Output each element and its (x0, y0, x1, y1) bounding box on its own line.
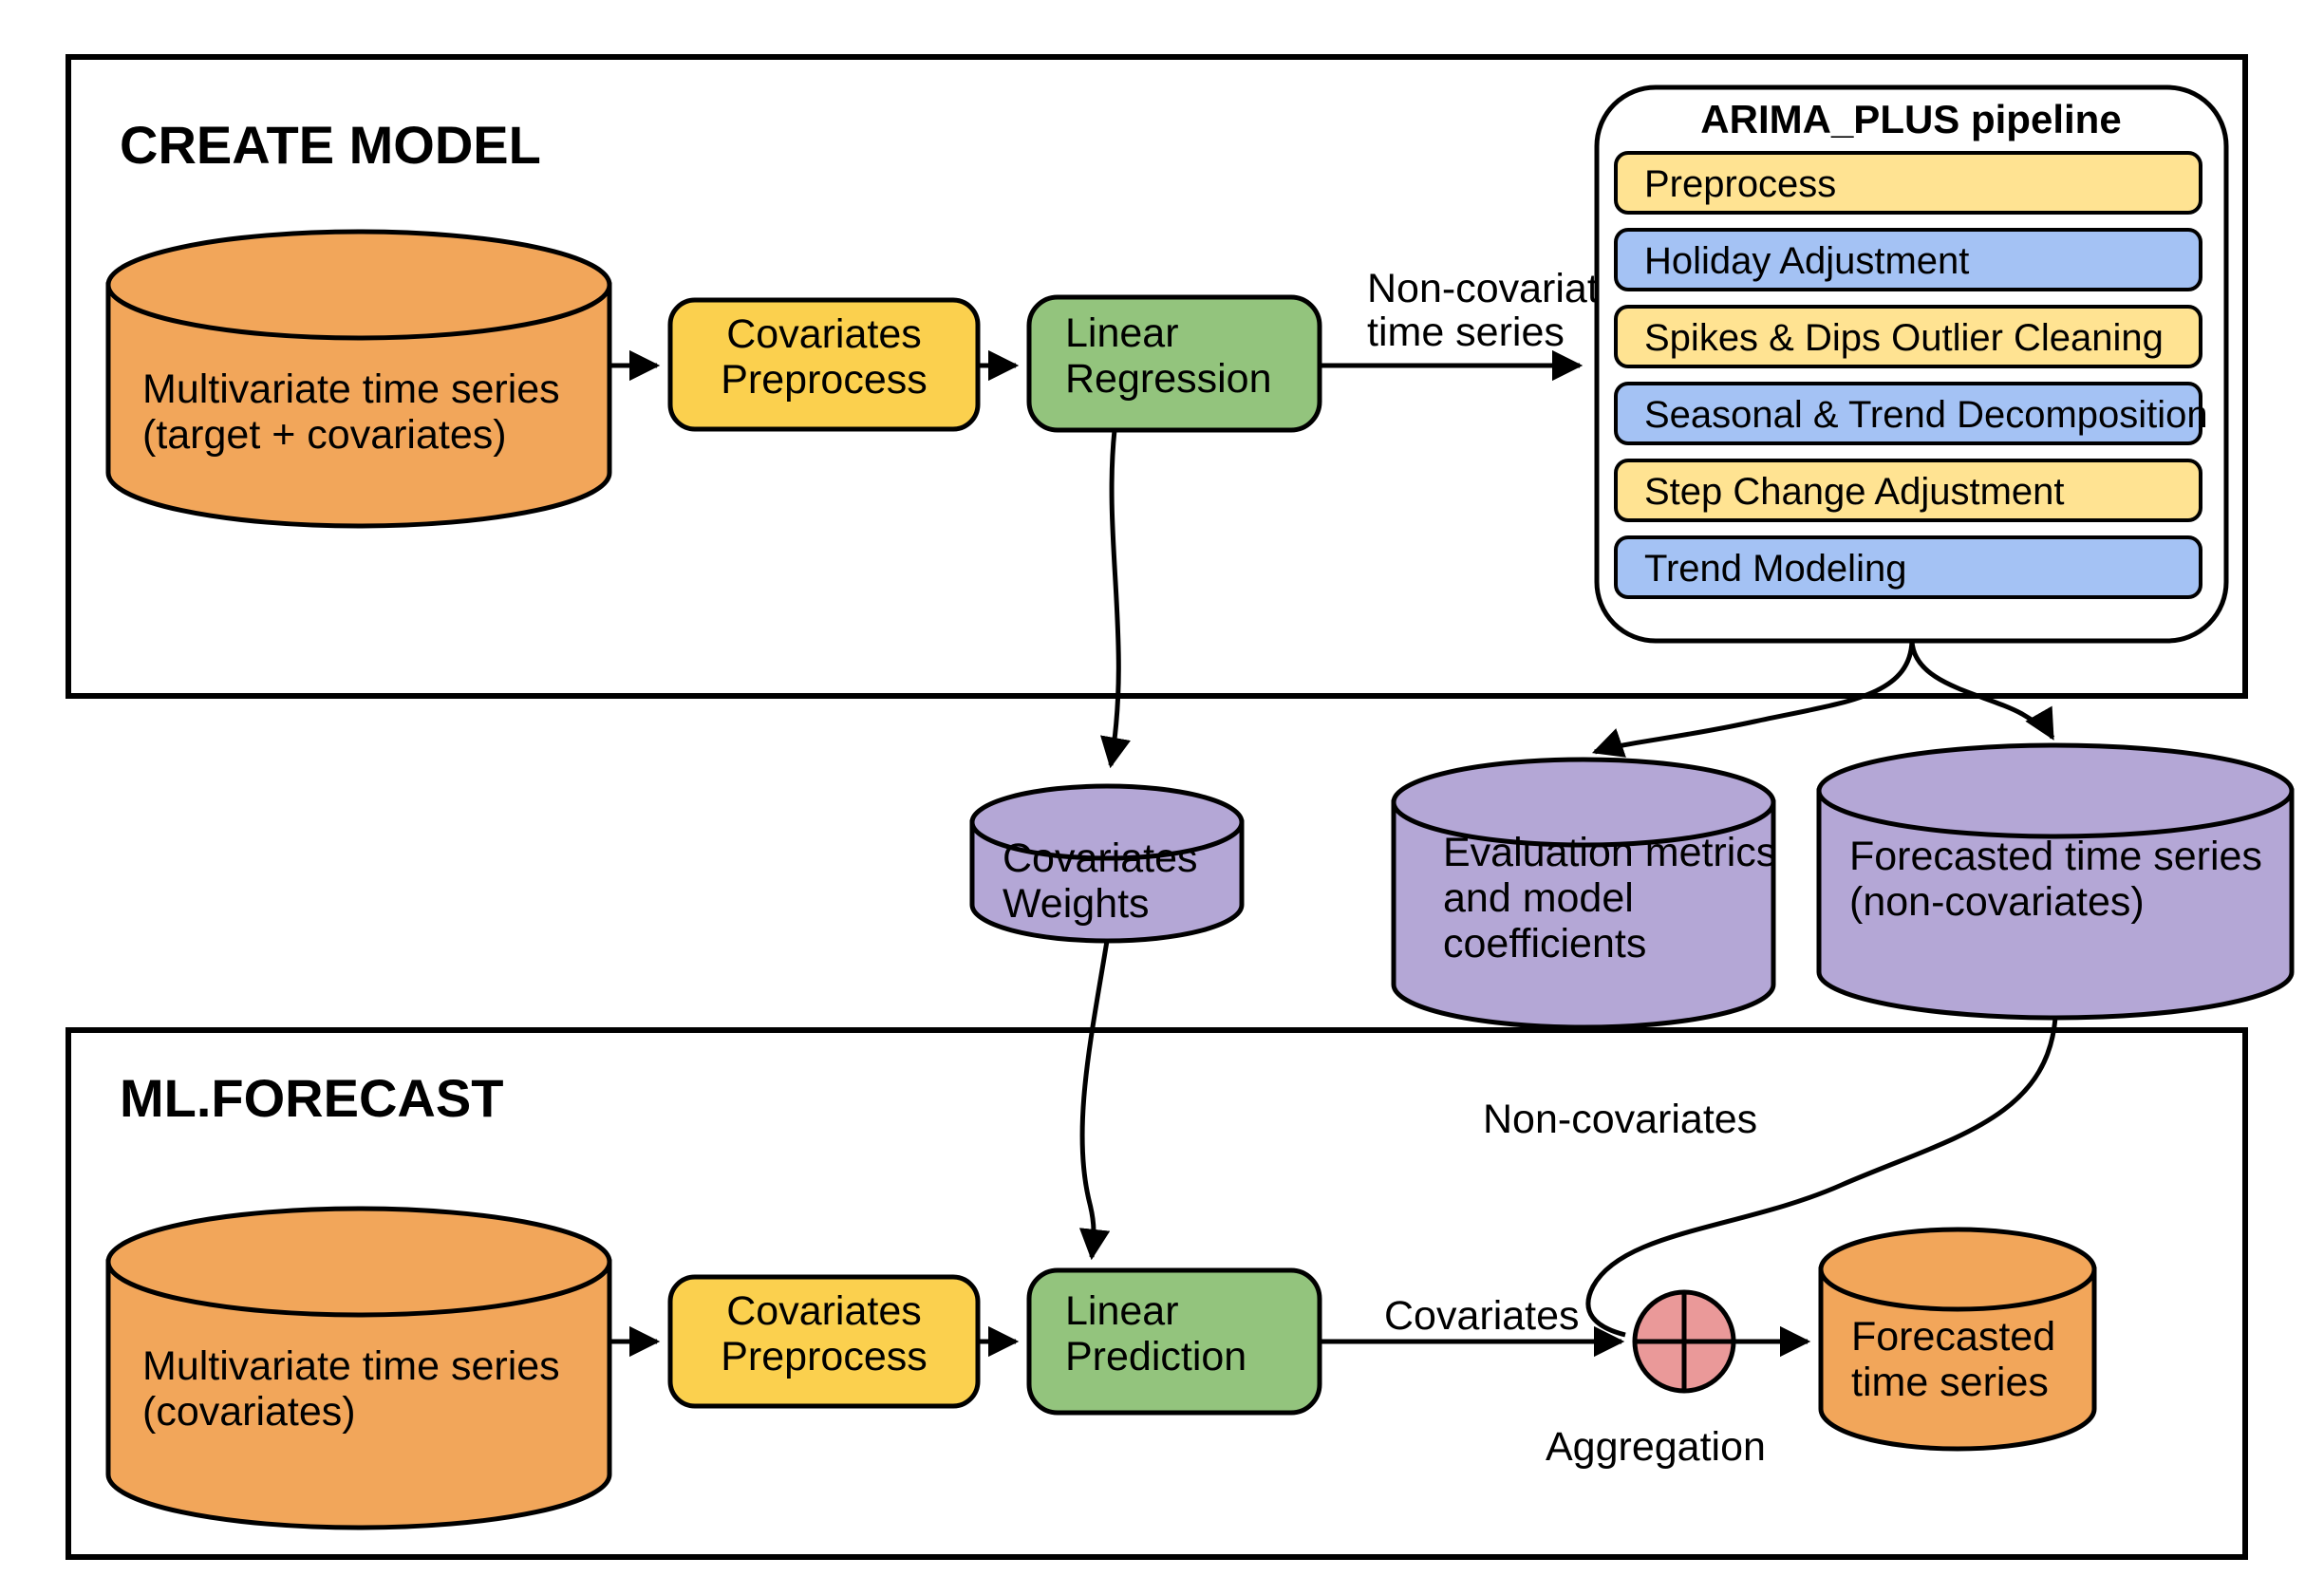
cylinder-top (105, 229, 612, 341)
arima-plus-pipeline: ARIMA_PLUS pipeline Preprocess Holiday A… (1594, 84, 2229, 644)
cylinder-body (1391, 799, 1776, 1030)
cylinder-label-line2: and model (1443, 875, 1634, 921)
step-box (1614, 305, 2202, 368)
box-label-line1: Covariates (726, 1288, 922, 1334)
cylinder-label-line3: coefficients (1443, 921, 1646, 966)
step-label: Trend Modeling (1644, 548, 1906, 590)
forecasted-time-series-cylinder: Forecasted time series (1818, 1227, 2097, 1452)
box (667, 1274, 981, 1409)
cylinder-label-line1: Forecasted time series (1849, 834, 2262, 879)
box-label-line2: Preprocess (721, 357, 927, 403)
step-box (1614, 459, 2202, 522)
cylinder-label-line1: Covariates (1003, 835, 1198, 881)
cylinder-top (105, 1206, 612, 1318)
linear-regression-box: Linear Regression (1026, 294, 1322, 433)
box-label-line2: Preprocess (721, 1334, 927, 1379)
pipeline-step-trend-modeling: Trend Modeling (1614, 535, 2202, 599)
pipeline-step-preprocess: Preprocess (1614, 151, 2202, 215)
step-label: Preprocess (1644, 163, 1836, 205)
covariates-preprocess-box-forecast: Covariates Preprocess (667, 1274, 981, 1409)
step-box (1614, 535, 2202, 599)
cylinder-top (1391, 757, 1776, 848)
box-label-line1: Linear (1065, 310, 1179, 356)
multivariate-covariates-cylinder: Multivariate time series (covariates) (105, 1206, 612, 1530)
box (667, 297, 981, 432)
evaluation-metrics-cylinder: Evaluation metrics and model coefficient… (1391, 757, 1776, 1030)
covariates-preprocess-box-create: Covariates Preprocess (667, 297, 981, 432)
cylinder-label-line2: (non-covariates) (1849, 879, 2145, 925)
cylinder-body (105, 1259, 612, 1530)
box-label-line2: Regression (1065, 356, 1272, 402)
curve-pipeline-to-evaluation (1591, 640, 1915, 758)
aggregation-label: Aggregation (1546, 1424, 1766, 1470)
aggregation-node (1632, 1289, 1736, 1394)
cylinder-label-line2: Weights (1003, 881, 1150, 927)
cylinder-body (1818, 1267, 2097, 1452)
pipeline-step-seasonal-trend: Seasonal & Trend Decomposition (1614, 382, 2208, 445)
pipeline-step-spikes-dips: Spikes & Dips Outlier Cleaning (1614, 305, 2202, 368)
curve-non-covariates-to-aggregation (1585, 1017, 2058, 1338)
step-label: Seasonal & Trend Decomposition (1644, 394, 2208, 436)
cylinder-label-line2: time series (1851, 1360, 2049, 1405)
pipeline-title: ARIMA_PLUS pipeline (1700, 97, 2121, 141)
step-label: Holiday Adjustment (1644, 240, 1969, 282)
step-box (1614, 228, 2202, 291)
curve-pipeline-to-forecast-non-covariates (1909, 640, 2055, 741)
forecasted-non-covariates-cylinder: Forecasted time series (non-covariates) (1816, 742, 2295, 1021)
non-covariates-label: Non-covariates (1483, 1097, 1757, 1142)
cylinder-body (105, 282, 612, 529)
cylinder-top (1816, 742, 2295, 839)
curve-weights-to-prediction (1078, 940, 1111, 1261)
box (1026, 294, 1322, 433)
box-label-line1: Covariates (726, 311, 922, 357)
cylinder-top (1818, 1227, 2097, 1312)
box-label-line2: Prediction (1065, 1334, 1246, 1379)
non-covariates-time-series-label-line2: time series (1367, 310, 1565, 355)
cylinder-label-line1: Forecasted (1851, 1314, 2055, 1360)
cylinder-top (969, 783, 1245, 861)
cylinder-body (1816, 788, 2295, 1021)
linear-prediction-box: Linear Prediction (1026, 1267, 1322, 1416)
cylinder-label-line2: (covariates) (142, 1389, 356, 1435)
create-model-section-title: CREATE MODEL (120, 115, 541, 175)
covariates-label: Covariates (1384, 1293, 1580, 1339)
cylinder-label-line1: Evaluation metrics (1443, 830, 1776, 875)
cylinder-label-line2: (target + covariates) (142, 412, 507, 458)
step-label: Step Change Adjustment (1644, 471, 2065, 513)
step-label: Spikes & Dips Outlier Cleaning (1644, 317, 2164, 359)
step-box (1614, 382, 2202, 445)
cylinder-label-line1: Multivariate time series (142, 366, 560, 412)
cylinder-label-line1: Multivariate time series (142, 1343, 560, 1389)
pipeline-step-step-change: Step Change Adjustment (1614, 459, 2202, 522)
step-box (1614, 151, 2202, 215)
curve-regression-to-weights (1100, 429, 1132, 769)
ml-forecast-section-title: ML.FORECAST (120, 1068, 503, 1128)
covariates-weights-cylinder: Covariates Weights (969, 783, 1245, 944)
multivariate-target-covariates-cylinder: Multivariate time series (target + covar… (105, 229, 612, 529)
pipeline-step-holiday-adjustment: Holiday Adjustment (1614, 228, 2202, 291)
box-label-line1: Linear (1065, 1288, 1179, 1334)
